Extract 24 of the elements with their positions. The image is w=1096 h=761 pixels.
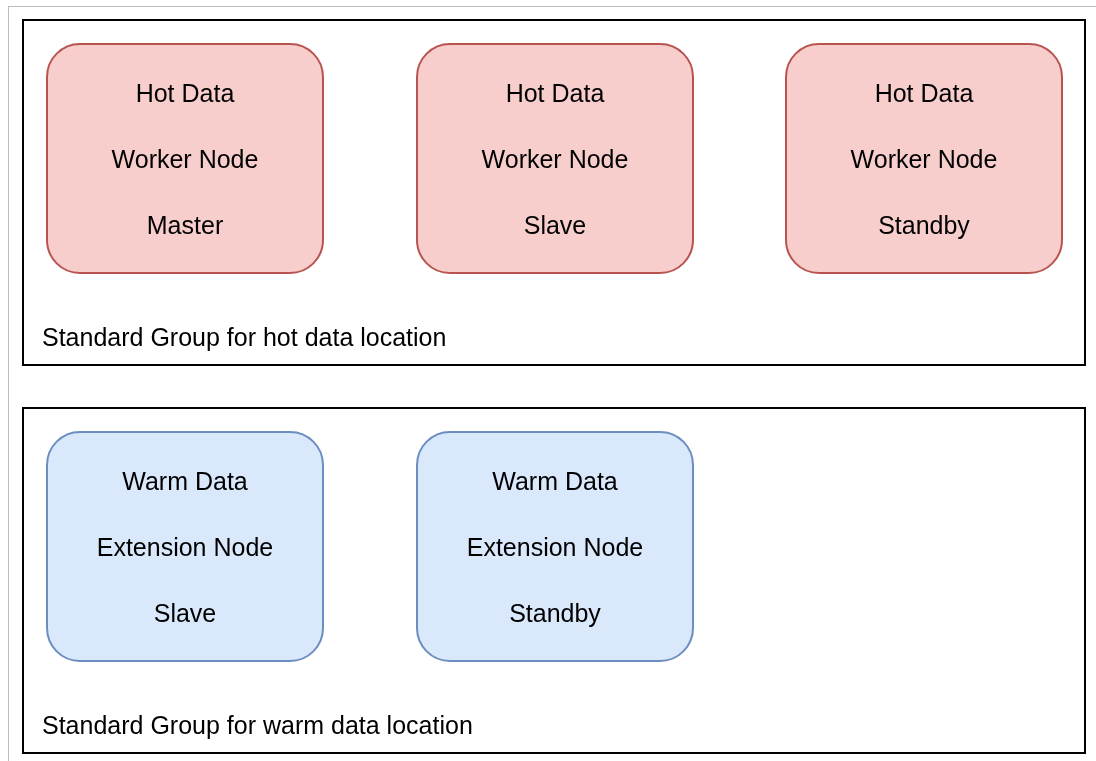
node-text: Slave (523, 209, 587, 241)
group-container (22, 19, 1086, 366)
node-text: Hot Data (135, 77, 235, 109)
node-text: Extension Node (466, 531, 644, 563)
node-text: Worker Node (481, 143, 629, 175)
node-text: Warm Data (492, 465, 618, 497)
node-box (416, 431, 694, 662)
node-text: Slave (153, 597, 217, 629)
node-text: Standby (878, 209, 970, 241)
group-container (22, 407, 1086, 754)
node-text: Extension Node (96, 531, 274, 563)
node-text: Warm Data (122, 465, 248, 497)
node-text: Worker Node (850, 143, 998, 175)
node-box (46, 43, 324, 274)
node-text: Master (146, 209, 224, 241)
node-text: Worker Node (111, 143, 259, 175)
node-text: Hot Data (874, 77, 974, 109)
node-box (416, 43, 694, 274)
node-text: Standby (509, 597, 601, 629)
node-text: Hot Data (505, 77, 605, 109)
node-box (785, 43, 1063, 274)
group-label: Standard Group for hot data location (42, 323, 447, 352)
node-box (46, 431, 324, 662)
group-label: Standard Group for warm data location (42, 711, 473, 740)
